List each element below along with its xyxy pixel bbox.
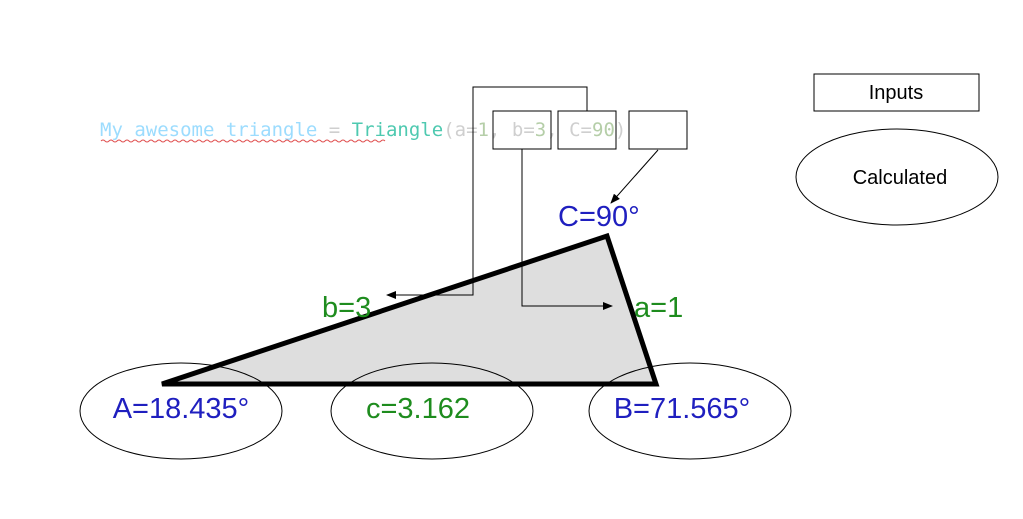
code-line: My awesome triangle = Triangle(a=1, b=3,… bbox=[100, 119, 626, 141]
calculated-ellipse-a bbox=[79, 362, 283, 460]
connector-b bbox=[386, 86, 588, 299]
calculated-ellipse-c bbox=[330, 362, 534, 460]
code-open-paren: ( bbox=[443, 119, 454, 141]
connector-a bbox=[521, 149, 613, 310]
legend-inputs-label: Inputs bbox=[869, 82, 923, 104]
code-arg-c-key: C= bbox=[569, 119, 592, 141]
angle-b-label: B=71.565° bbox=[614, 393, 751, 425]
connector-c bbox=[610, 149, 659, 204]
side-b-label: b=3 bbox=[322, 292, 371, 324]
calculated-ellipse-b bbox=[588, 362, 792, 460]
legend-inputs-box bbox=[813, 73, 980, 112]
code-separator: , bbox=[489, 119, 512, 141]
legend-calculated-ellipse bbox=[795, 128, 999, 226]
code-arg-b-key: b= bbox=[512, 119, 535, 141]
spellcheck-squiggle bbox=[100, 139, 386, 143]
code-arg-b-value: 3 bbox=[535, 119, 546, 141]
code-equals: = bbox=[317, 119, 351, 141]
code-arg-c-value: 90 bbox=[592, 119, 615, 141]
triangle-shape bbox=[161, 232, 660, 387]
input-box-c bbox=[628, 110, 688, 150]
side-c-label: c=3.162 bbox=[366, 393, 470, 425]
side-a-label: a=1 bbox=[634, 292, 683, 324]
code-close-paren: ) bbox=[615, 119, 626, 141]
angle-a-label: A=18.435° bbox=[113, 393, 250, 425]
code-arg-a-key: a= bbox=[455, 119, 478, 141]
code-variable: My awesome triangle bbox=[100, 119, 317, 141]
legend-calculated-label: Calculated bbox=[853, 167, 948, 189]
code-arg-a-value: 1 bbox=[478, 119, 489, 141]
code-function-name: Triangle bbox=[352, 119, 444, 141]
angle-c-label: C=90° bbox=[558, 201, 640, 233]
